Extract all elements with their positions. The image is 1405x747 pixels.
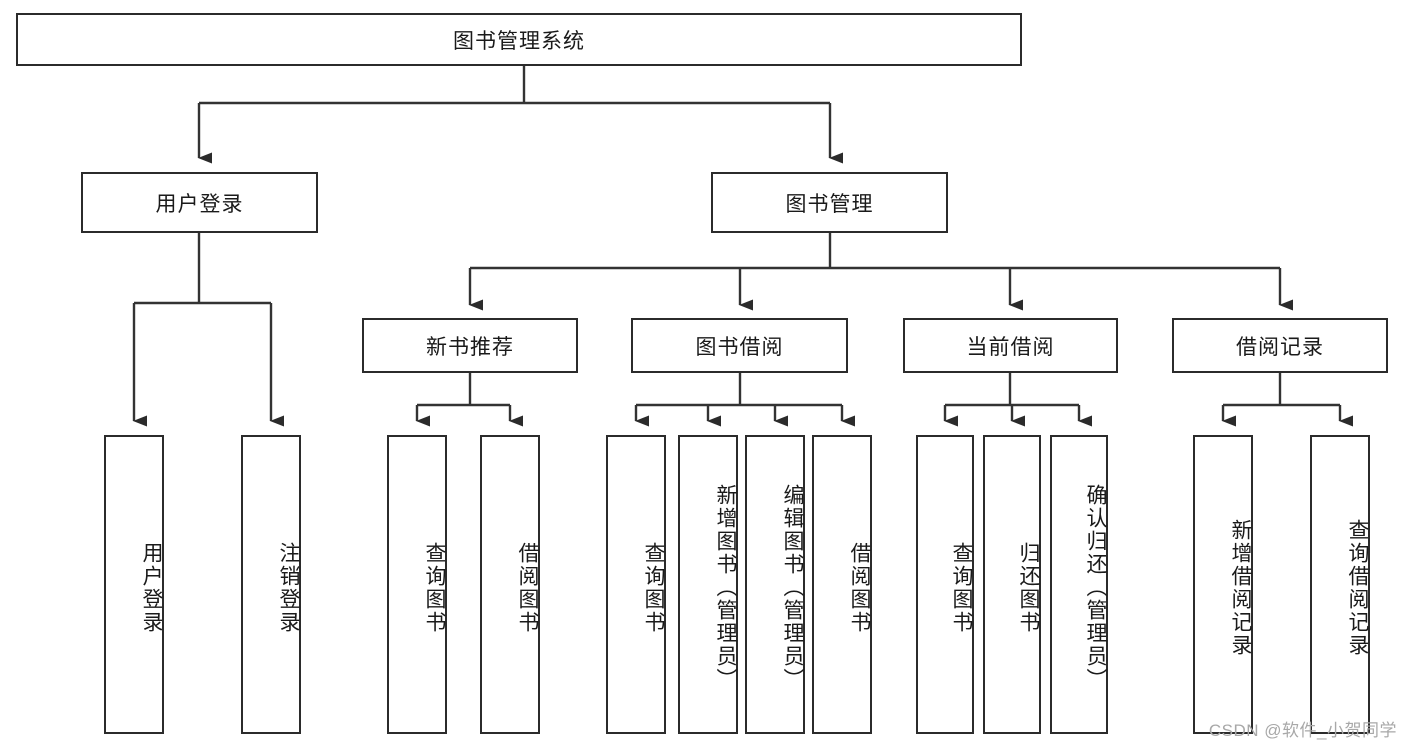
leaf-query-book-2[interactable]: 查询图书 <box>606 435 666 734</box>
leaf-borrow-book-1-label: 借阅图书 <box>516 541 539 634</box>
leaf-add-book-label: 新增图书（管理员） <box>714 484 737 691</box>
node-root[interactable]: 图书管理系统 <box>16 13 1022 66</box>
leaf-add-book[interactable]: 新增图书（管理员） <box>678 435 738 734</box>
leaf-query-book-3[interactable]: 查询图书 <box>916 435 974 734</box>
leaf-logout[interactable]: 注销登录 <box>241 435 301 734</box>
leaf-user-login-label: 用户登录 <box>140 541 163 634</box>
leaf-return-book-label: 归还图书 <box>1017 541 1040 634</box>
leaf-edit-book-label: 编辑图书（管理员） <box>781 484 804 691</box>
node-user-login[interactable]: 用户登录 <box>81 172 318 233</box>
leaf-add-record-label: 新增借阅记录 <box>1229 518 1252 657</box>
node-current-borrow[interactable]: 当前借阅 <box>903 318 1118 373</box>
node-borrow-record-label: 借阅记录 <box>1236 335 1324 359</box>
node-book-borrow-label: 图书借阅 <box>695 335 784 359</box>
leaf-edit-book[interactable]: 编辑图书（管理员） <box>745 435 805 734</box>
leaf-user-login[interactable]: 用户登录 <box>104 435 164 734</box>
node-book-borrow[interactable]: 图书借阅 <box>631 318 848 373</box>
csdn-watermark: CSDN @软件_小贺同学 <box>1208 721 1397 740</box>
node-root-label: 图书管理系统 <box>453 29 585 53</box>
leaf-borrow-book-2[interactable]: 借阅图书 <box>812 435 872 734</box>
leaf-query-record-label: 查询借阅记录 <box>1346 518 1369 657</box>
leaf-query-book-3-label: 查询图书 <box>950 541 973 634</box>
node-borrow-record[interactable]: 借阅记录 <box>1172 318 1388 373</box>
leaf-query-record[interactable]: 查询借阅记录 <box>1310 435 1370 734</box>
leaf-return-book[interactable]: 归还图书 <box>983 435 1041 734</box>
leaf-query-book-1[interactable]: 查询图书 <box>387 435 447 734</box>
node-book-manage-label: 图书管理 <box>785 192 874 216</box>
leaf-add-record[interactable]: 新增借阅记录 <box>1193 435 1253 734</box>
leaf-query-book-1-label: 查询图书 <box>423 541 446 634</box>
node-user-login-label: 用户登录 <box>155 192 244 216</box>
leaf-query-book-2-label: 查询图书 <box>642 541 665 634</box>
node-current-borrow-label: 当前借阅 <box>966 335 1055 359</box>
leaf-borrow-book-1[interactable]: 借阅图书 <box>480 435 540 734</box>
leaf-borrow-book-2-label: 借阅图书 <box>848 541 871 634</box>
node-new-book-recommend-label: 新书推荐 <box>426 335 514 359</box>
leaf-confirm-return-label: 确认归还（管理员） <box>1084 484 1107 691</box>
leaf-logout-label: 注销登录 <box>277 541 300 634</box>
leaf-confirm-return[interactable]: 确认归还（管理员） <box>1050 435 1108 734</box>
node-new-book-recommend[interactable]: 新书推荐 <box>362 318 578 373</box>
node-book-manage[interactable]: 图书管理 <box>711 172 948 233</box>
